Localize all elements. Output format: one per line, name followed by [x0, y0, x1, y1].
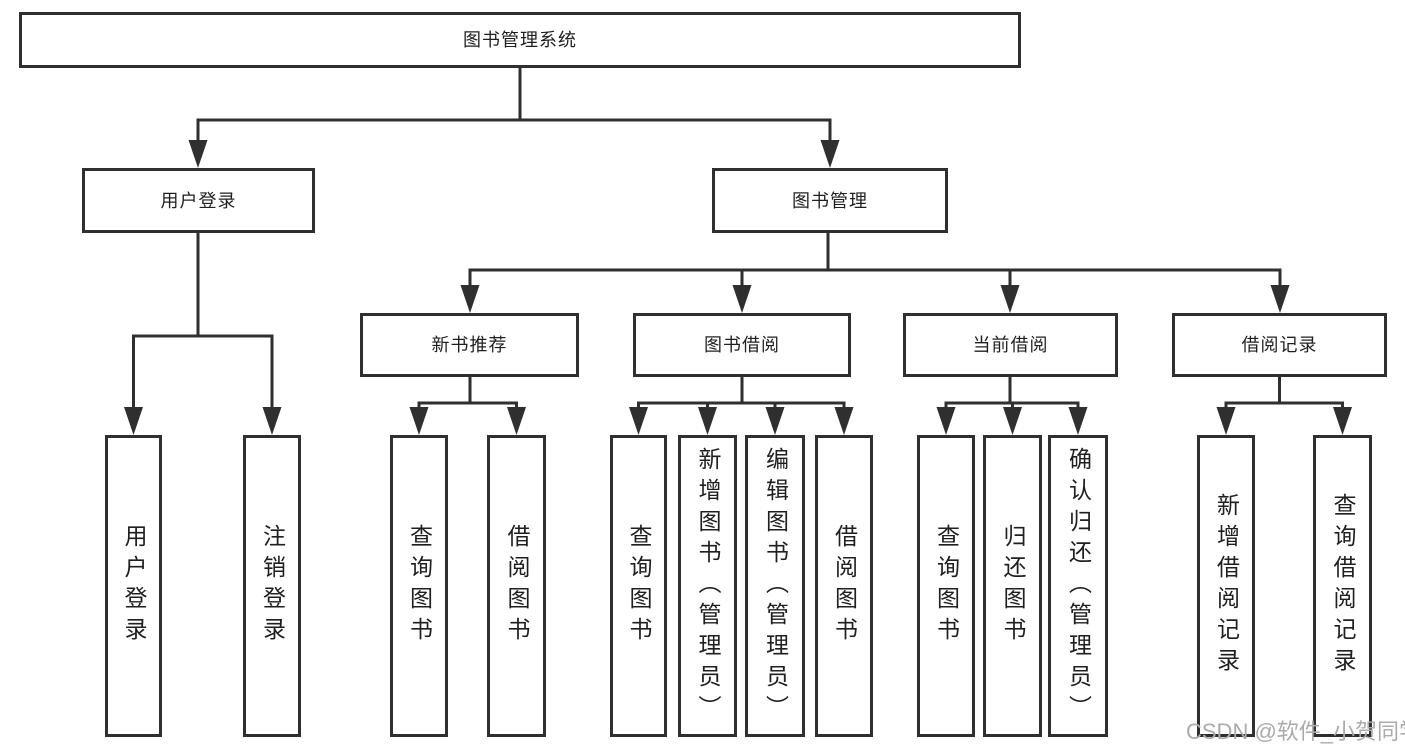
leaf-edit-book-admin-label: 编辑图书（管理员） [762, 446, 789, 726]
leaf-logout: 注销登录 [243, 435, 301, 737]
node-new-book-recommend-label: 新书推荐 [431, 335, 508, 355]
arrowhead [732, 285, 752, 313]
arrowhead [1216, 407, 1236, 435]
leaf-borrow-books: 借阅图书 [815, 435, 873, 737]
node-book-borrowing: 图书借阅 [633, 313, 851, 377]
arrowhead [765, 407, 785, 435]
leaf-query-borrow-record: 查询借阅记录 [1313, 435, 1372, 737]
arrowhead [936, 407, 956, 435]
leaf-add-book-admin: 新增图书（管理员） [678, 435, 737, 737]
node-new-book-recommend: 新书推荐 [360, 313, 579, 377]
arrowhead [1003, 407, 1022, 435]
leaf-user-login: 用户登录 [105, 435, 162, 737]
leaf-query-books-borrow-label: 查询图书 [626, 524, 652, 648]
leaf-query-borrow-record-label: 查询借阅记录 [1330, 493, 1356, 679]
arrowhead [834, 407, 854, 435]
arrowhead [460, 285, 480, 313]
leaf-borrow-books-label: 借阅图书 [831, 524, 858, 648]
node-book-borrowing-label: 图书借阅 [704, 335, 780, 355]
arrowhead [262, 407, 282, 435]
watermark-text: CSDN @软件_小贺同学 [1186, 719, 1405, 744]
arrowhead [124, 407, 143, 435]
arrowhead [698, 407, 717, 435]
node-current-borrowing-label: 当前借阅 [972, 335, 1049, 355]
node-book-management-label: 图书管理 [792, 190, 868, 211]
leaf-return-books-label: 归还图书 [1000, 524, 1026, 648]
node-borrowing-records: 借阅记录 [1172, 313, 1387, 377]
arrowhead [1000, 285, 1020, 313]
leaf-edit-book-admin: 编辑图书（管理员） [745, 435, 805, 737]
leaf-query-books-recommend: 查询图书 [390, 435, 448, 737]
arrowhead [629, 407, 648, 435]
leaf-borrow-books-recommend: 借阅图书 [487, 435, 546, 737]
arrowhead [1068, 407, 1088, 435]
node-book-management: 图书管理 [712, 168, 948, 233]
tree-lines [132, 68, 1344, 410]
arrowheads [124, 140, 1352, 435]
leaf-query-books-current: 查询图书 [917, 435, 975, 737]
leaf-return-books: 归还图书 [983, 435, 1042, 737]
leaf-confirm-return-admin-label: 确认归还（管理员） [1065, 446, 1092, 726]
node-library-system-label: 图书管理系统 [463, 30, 577, 50]
leaf-query-books-current-label: 查询图书 [933, 524, 960, 648]
leaf-logout-label: 注销登录 [259, 524, 286, 648]
node-library-system: 图书管理系统 [19, 12, 1021, 68]
arrowhead [1333, 407, 1352, 435]
arrowhead [507, 407, 526, 435]
leaf-borrow-books-recommend-label: 借阅图书 [504, 524, 530, 648]
arrowhead [1270, 285, 1290, 313]
arrowhead [188, 140, 208, 168]
leaf-confirm-return-admin: 确认归还（管理员） [1048, 435, 1108, 737]
leaf-add-borrow-record-label: 新增借阅记录 [1213, 493, 1240, 679]
node-user-login-label: 用户登录 [160, 190, 237, 211]
arrowhead [820, 140, 840, 168]
arrowhead [409, 407, 429, 435]
leaf-add-borrow-record: 新增借阅记录 [1197, 435, 1255, 737]
leaf-add-book-admin-label: 新增图书（管理员） [695, 446, 721, 726]
node-user-login: 用户登录 [82, 168, 315, 233]
leaf-query-books-borrow: 查询图书 [610, 435, 667, 737]
node-borrowing-records-label: 借阅记录 [1241, 335, 1318, 355]
node-current-borrowing: 当前借阅 [903, 313, 1118, 377]
leaf-query-books-recommend-label: 查询图书 [406, 524, 433, 648]
leaf-user-login-label: 用户登录 [121, 524, 147, 648]
